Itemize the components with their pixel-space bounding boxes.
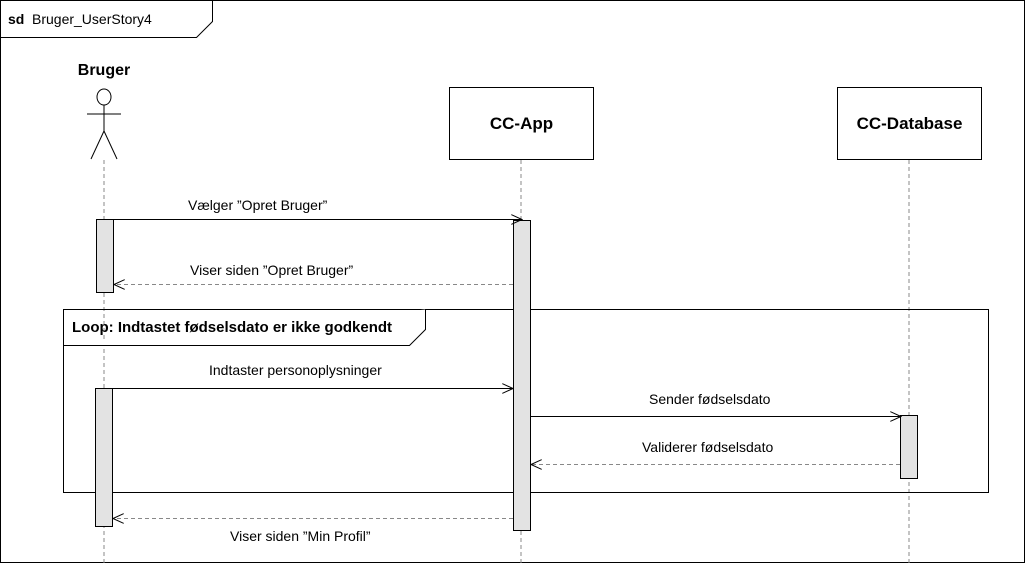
activation-actor-1 (96, 219, 114, 293)
message-label-6: Viser siden ”Min Profil” (230, 528, 371, 544)
loop-label-box (63, 309, 426, 346)
participant-cc-app-label: CC-App (490, 114, 553, 133)
message-label-3: Indtaster personoplysninger (209, 362, 382, 378)
message-label-5: Validerer fødselsdato (642, 439, 773, 455)
participant-cc-database (837, 87, 982, 160)
message-label-1: Vælger ”Opret Bruger” (188, 197, 328, 213)
activation-cc-app (513, 220, 531, 531)
loop-label: Loop: Indtastet fødselsdato er ikke godk… (72, 319, 392, 336)
participant-cc-app (449, 87, 594, 160)
activation-cc-database (900, 415, 918, 479)
activation-actor-2 (95, 388, 113, 527)
message-label-4: Sender fødselsdato (649, 391, 771, 407)
stick-figure-icon (87, 88, 121, 160)
frame-keyword: sd (8, 11, 24, 27)
frame-label-box (0, 0, 213, 38)
message-label-2: Viser siden ”Opret Bruger” (190, 262, 353, 278)
frame-title: Bruger_UserStory4 (32, 11, 152, 27)
participant-cc-database-label: CC-Database (857, 114, 963, 133)
actor-name: Bruger (78, 62, 130, 79)
